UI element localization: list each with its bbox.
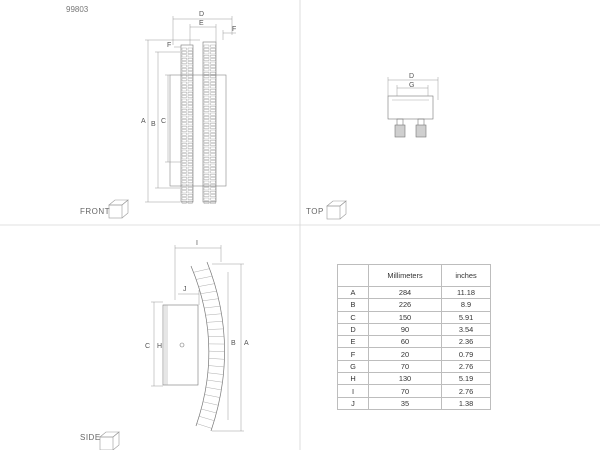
side-view-label: SIDE	[80, 433, 101, 442]
dimension-key: H	[337, 372, 369, 386]
inches-cell: 11.18	[441, 285, 491, 300]
inches-cell: 2.76	[441, 384, 491, 398]
top-cube-icon	[326, 200, 347, 220]
millimeters-cell: 70	[367, 359, 443, 374]
top-view-label: TOP	[306, 207, 324, 216]
side-view	[151, 245, 244, 432]
dim-label-h: H	[157, 343, 162, 350]
millimeters-cell: 150	[367, 310, 443, 324]
header-key	[337, 264, 369, 287]
table-header-row: Millimeters inches	[337, 264, 491, 287]
dimension-key: A	[337, 285, 369, 300]
dim-label-d-top: D	[409, 73, 414, 80]
dim-label-e: E	[199, 20, 204, 27]
dimension-key: B	[337, 298, 369, 312]
millimeters-cell: 130	[367, 372, 443, 386]
dimension-key: C	[337, 310, 369, 324]
inches-cell: 2.36	[441, 335, 491, 349]
dim-label-b-side: B	[231, 340, 236, 347]
dim-label-c: C	[161, 118, 166, 125]
inches-cell: 0.79	[441, 347, 491, 361]
dim-label-c-side: C	[145, 343, 150, 350]
front-dim-labels: A B C D E F F	[141, 11, 236, 128]
front-cube-icon	[108, 199, 129, 219]
millimeters-cell: 35	[367, 396, 443, 410]
inches-cell: 1.38	[441, 396, 491, 410]
dimension-key: J	[337, 396, 369, 410]
dim-label-d: D	[199, 11, 204, 18]
inches-cell: 5.19	[441, 372, 491, 386]
inches-cell: 8.9	[441, 298, 491, 312]
inches-cell: 3.54	[441, 322, 491, 337]
dim-label-f-small: F	[167, 42, 171, 49]
dimension-key: E	[337, 335, 369, 349]
millimeters-cell: 226	[367, 298, 443, 312]
inches-cell: 2.76	[441, 359, 491, 374]
millimeters-cell: 90	[367, 322, 443, 337]
dim-label-g: G	[409, 82, 414, 89]
header-inches: inches	[441, 264, 491, 287]
dimension-key: F	[337, 347, 369, 361]
millimeters-cell: 284	[367, 285, 443, 300]
dim-label-f: F	[232, 26, 236, 33]
dimension-key: I	[337, 384, 369, 398]
dimension-key: G	[337, 359, 369, 374]
dim-label-b: B	[151, 121, 156, 128]
product-code: 99803	[66, 5, 89, 14]
dim-label-a-side: A	[244, 340, 249, 347]
top-view	[387, 77, 439, 138]
dim-label-j: J	[183, 286, 187, 293]
front-view	[145, 16, 236, 204]
header-millimeters: Millimeters	[367, 264, 443, 287]
millimeters-cell: 20	[367, 347, 443, 361]
front-view-label: FRONT	[80, 207, 111, 216]
side-cube-icon	[99, 431, 120, 450]
dim-label-a: A	[141, 118, 146, 125]
inches-cell: 5.91	[441, 310, 491, 324]
millimeters-cell: 60	[367, 335, 443, 349]
dimension-key: D	[337, 322, 369, 337]
millimeters-cell: 70	[367, 384, 443, 398]
dim-label-i: I	[196, 240, 198, 247]
